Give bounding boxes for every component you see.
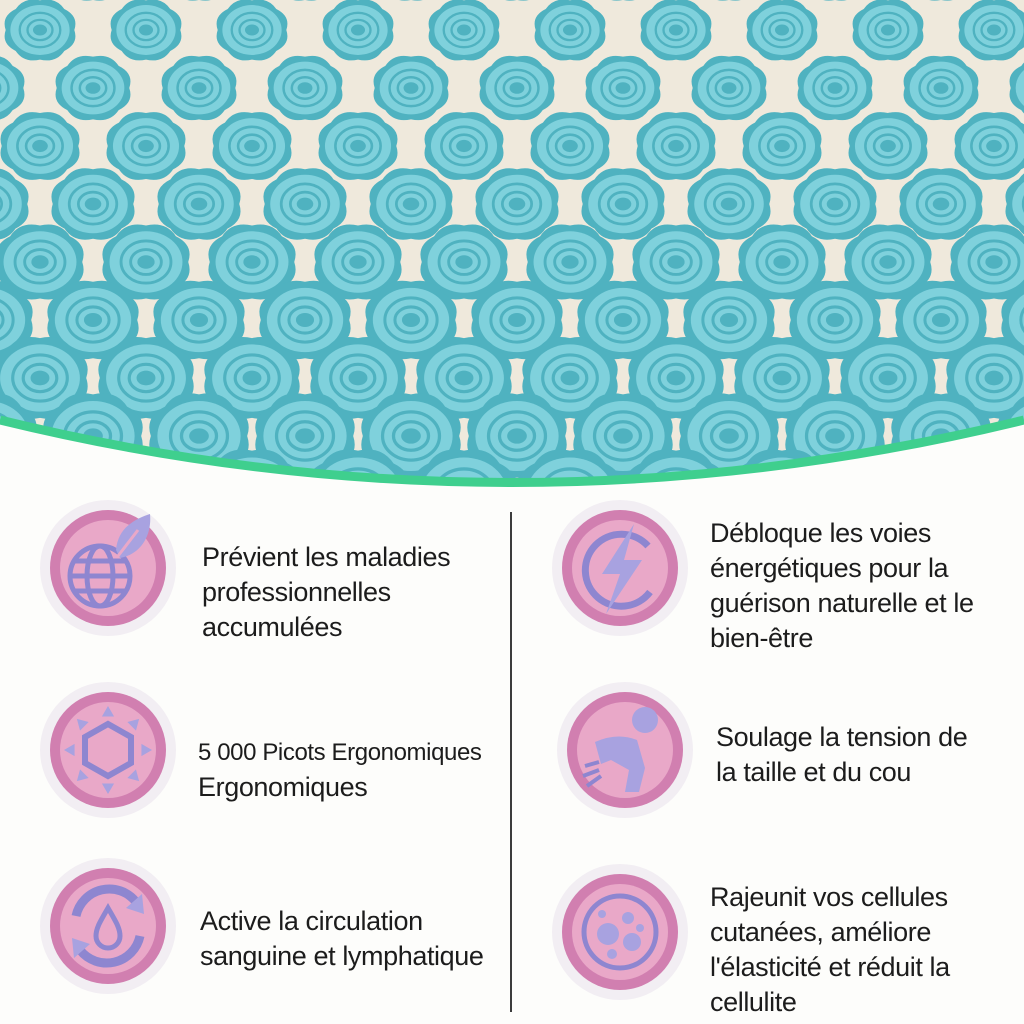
circulation-drop-icon — [40, 858, 176, 994]
hexagon-spikes-icon — [40, 682, 176, 818]
cells-icon — [552, 864, 688, 1000]
back-pain-icon — [557, 682, 693, 818]
column-divider — [510, 512, 512, 1012]
globe-leaf-icon — [40, 500, 176, 636]
acupressure-mat-image — [0, 0, 1024, 487]
lightning-bolt-icon — [552, 500, 688, 636]
